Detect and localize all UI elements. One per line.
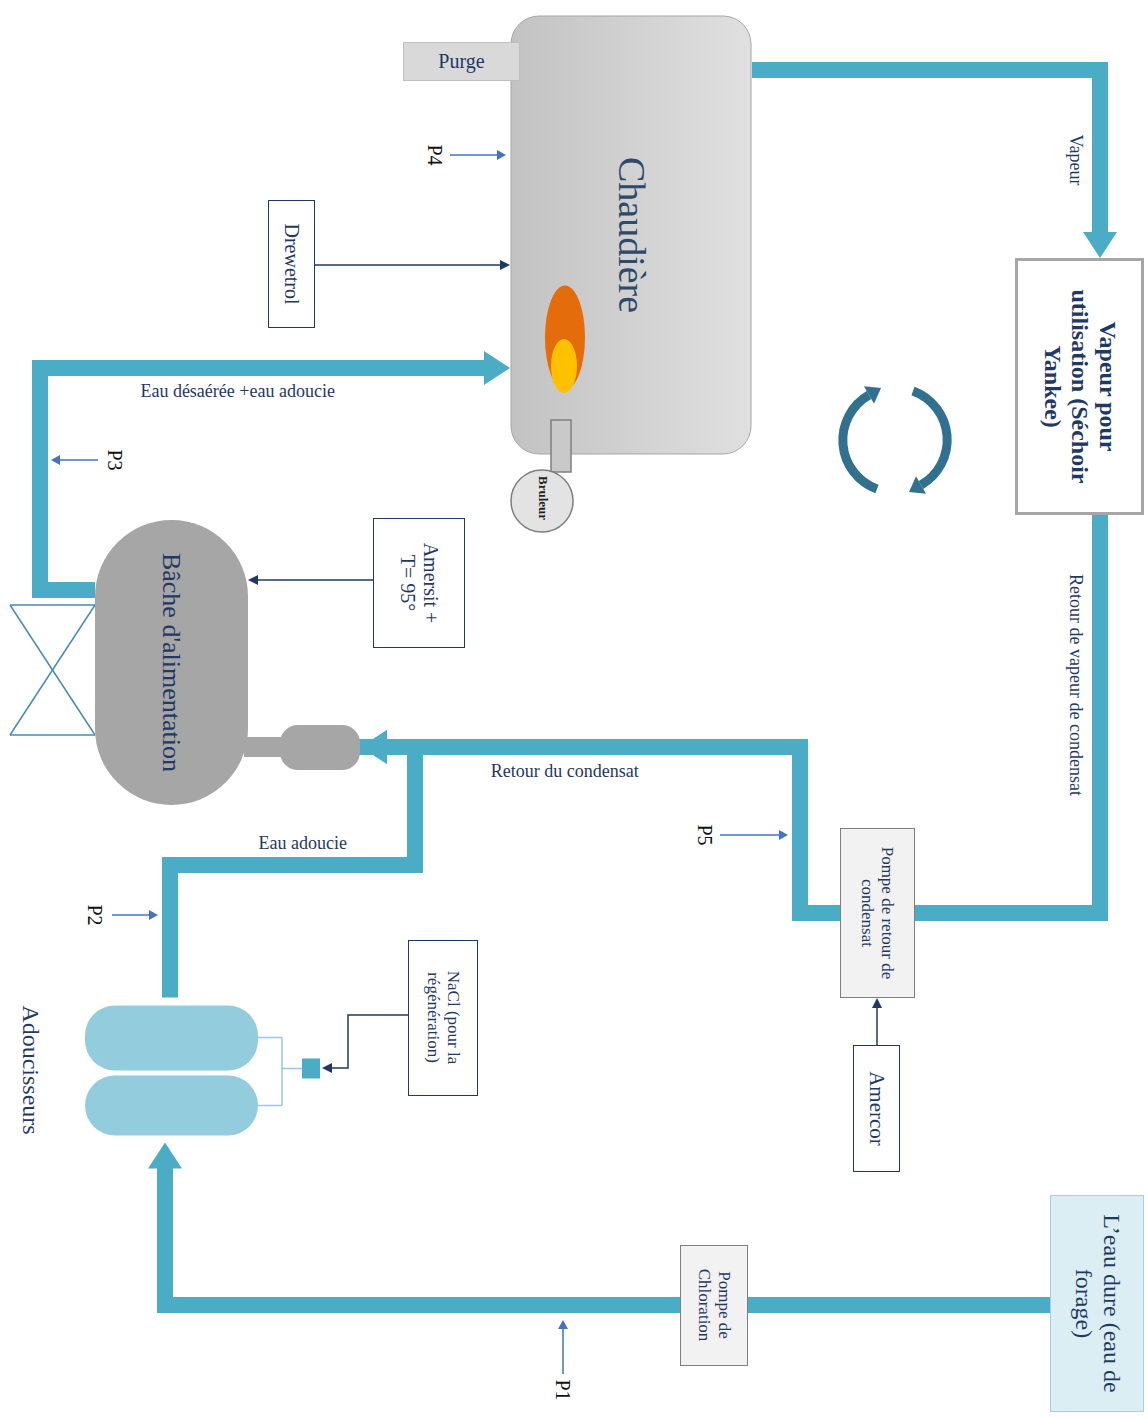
cycle-arrowhead: [864, 386, 881, 403]
valve-symbol: [10, 605, 95, 735]
point-arrowhead: [149, 910, 158, 920]
pipe-connector: [148, 1143, 680, 1306]
pipe-label: Vapeur: [1066, 135, 1087, 186]
burner: Bruleur: [508, 415, 578, 535]
reagent-box: Amercor: [853, 1045, 900, 1172]
node-text: Adoucisseurs: [16, 1005, 44, 1134]
measure-point: P4: [424, 145, 447, 166]
valve-edge: [10, 734, 95, 736]
pipe-label: Retour de vapeur de condensat: [1066, 574, 1087, 796]
connector-arrowhead: [148, 1143, 182, 1169]
measure-point: P1: [552, 1380, 575, 1401]
connector-line: [248, 747, 840, 913]
dosing-connector: [315, 260, 510, 270]
pipe-label: Eau désaérée +eau adoucie: [141, 380, 336, 401]
measure-point: P5: [694, 825, 717, 846]
purge-box: Purge: [403, 42, 520, 81]
node-text: Bâche d'alimentation: [157, 553, 187, 772]
pipe-label: Eau adoucie: [259, 833, 347, 854]
boiler-body: [511, 16, 751, 454]
node-text: Bruleur: [536, 476, 551, 520]
connector-arrowhead: [322, 1063, 332, 1073]
connector-line: [330, 1015, 408, 1068]
node-text: Vapeur pour utilisation (Séchoir Yankee): [1038, 287, 1121, 487]
connector-arrowhead: [500, 260, 510, 270]
node-outline: [10, 998, 322, 1143]
connector-line: [748, 1297, 1050, 1313]
softener-drawing: [85, 1005, 320, 1135]
measure-point: P2: [84, 905, 107, 926]
pipe-connector: [752, 70, 1117, 258]
softener-group: Adoucisseurs: [10, 998, 322, 1143]
connector-line: [315, 264, 502, 266]
reagent-box: NaCl (pour la régénération): [408, 940, 478, 1096]
dosing-connector: [248, 575, 373, 585]
connector-arrowhead: [248, 575, 258, 585]
pipe-label: Retour du condensat: [491, 761, 639, 782]
pipe-connector: [748, 1305, 1050, 1306]
connector-arrowhead: [361, 730, 387, 764]
source-box: L’eau dure (eau de forage): [1050, 1195, 1144, 1412]
pump-box: Pompe de retour de condensat: [840, 828, 915, 998]
reagent-box: Amersit + T= 95°: [373, 518, 465, 648]
point-arrowhead: [558, 1320, 568, 1329]
point-arrowhead: [51, 455, 60, 465]
valve-edge: [10, 604, 95, 606]
cycle-arrow: [913, 391, 947, 485]
connector-line: [876, 1006, 878, 1045]
softener-vessel: [85, 1075, 258, 1135]
connector-arrowhead: [484, 351, 510, 385]
connector-line: [256, 579, 373, 581]
pipe-connector: [915, 515, 1100, 913]
connector-arrowhead: [361, 730, 387, 764]
feed-tank: Bâche d'alimentation: [95, 520, 248, 805]
node-text: Amersit + T= 95°: [396, 536, 442, 631]
dosing-connector: [872, 998, 882, 1045]
node-text: Drewetrol: [280, 223, 303, 304]
point-arrow: [562, 1328, 564, 1374]
point-arrowhead: [779, 830, 788, 840]
softener-vessel: [85, 1005, 258, 1070]
node-text: Pompe de retour de condensat: [858, 843, 897, 983]
dosing-connector: [322, 1015, 408, 1073]
point-arrow: [112, 914, 150, 916]
burner-body: [511, 470, 573, 532]
tank-nozzle: [280, 725, 360, 770]
point-arrowhead: [497, 150, 506, 160]
node-text: Chaudière: [609, 157, 653, 313]
flame-inner: [551, 339, 577, 393]
node-text: Pompe de Chloration: [694, 1253, 733, 1358]
connector-line: [915, 515, 1100, 913]
burner-tube: [551, 420, 571, 472]
use-box: Vapeur pour utilisation (Séchoir Yankee): [1015, 258, 1144, 515]
connector-arrowhead: [1083, 232, 1117, 258]
reagent-box: Drewetrol: [268, 200, 315, 328]
point-arrow: [450, 154, 498, 156]
brine-valve: [302, 1058, 320, 1078]
node-text: Purge: [438, 50, 484, 73]
connector-arrowhead: [872, 998, 882, 1008]
node-text: NaCl (pour la régénération): [423, 948, 462, 1088]
node-text: L’eau dure (eau de forage): [1069, 1209, 1124, 1399]
point-arrow: [59, 459, 98, 461]
point-arrow: [720, 834, 780, 836]
connector-line: [752, 70, 1100, 234]
brine-pipes: [258, 1037, 302, 1105]
connector-line: [165, 1167, 680, 1306]
cycle-arrow: [843, 395, 877, 489]
boiler: Chaudière: [510, 15, 752, 455]
measure-point: P3: [104, 450, 127, 471]
cycle-arrowhead: [909, 476, 926, 493]
valve-diagonal: [10, 605, 95, 735]
pump-box: Pompe de Chloration: [680, 1245, 748, 1366]
valve-diagonal: [10, 605, 95, 735]
node-text: Amercor: [864, 1071, 888, 1146]
tank-body: [95, 520, 248, 805]
